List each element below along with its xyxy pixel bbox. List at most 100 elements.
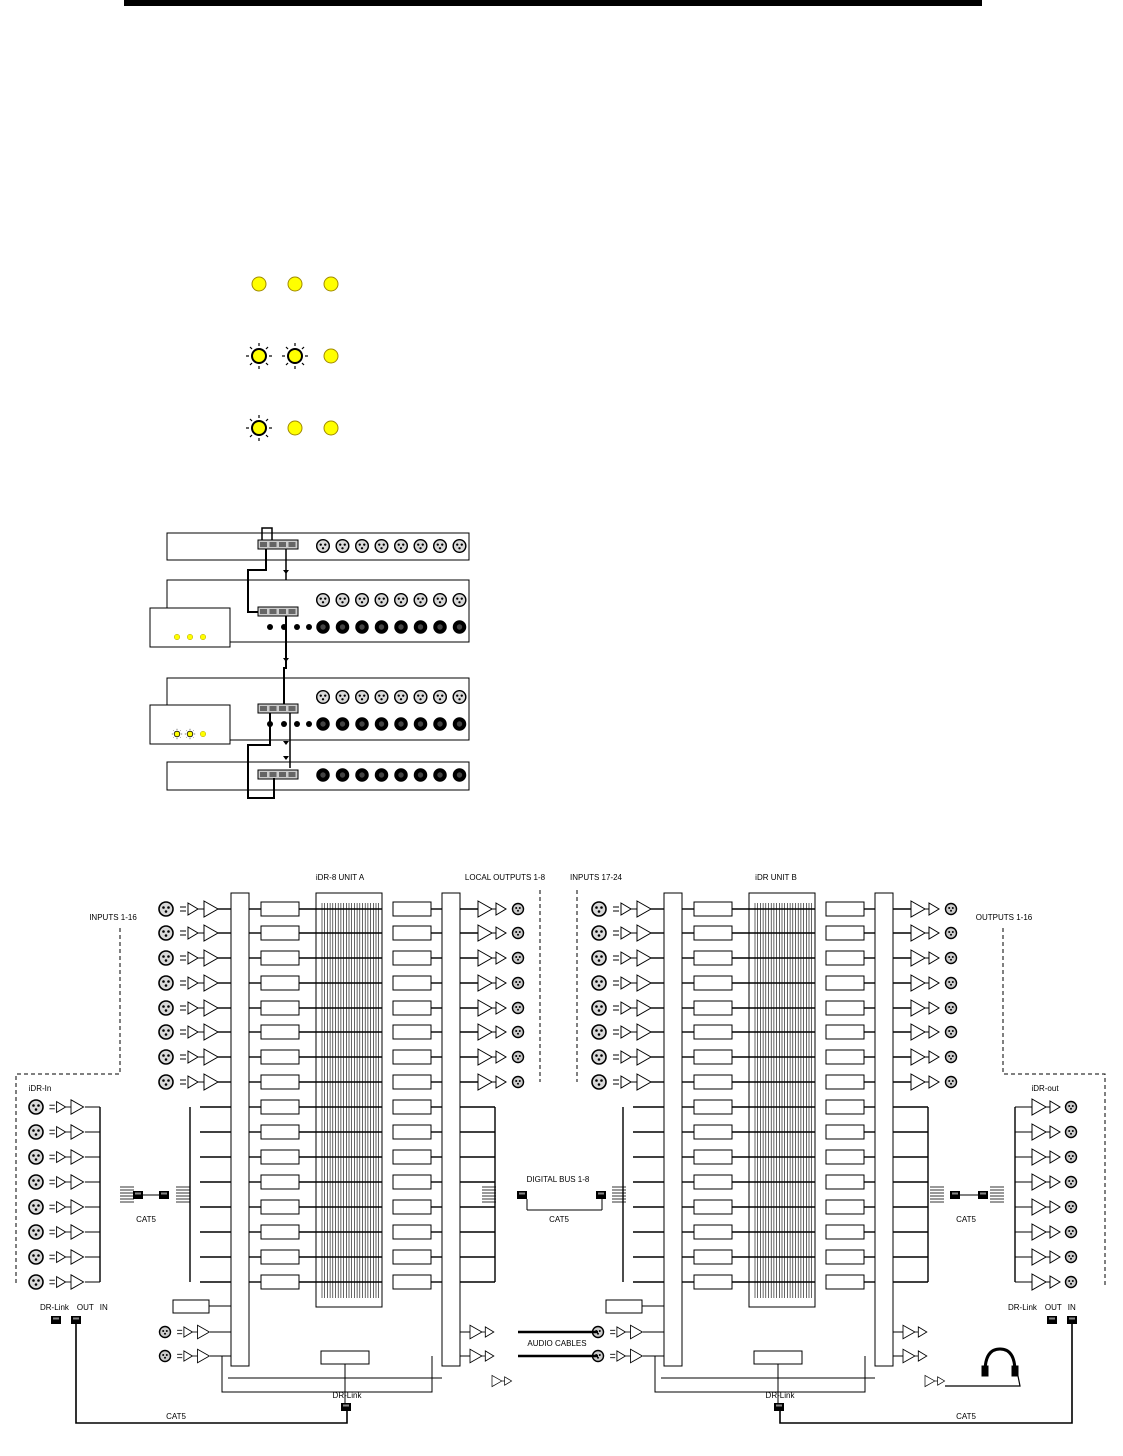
xlr-output-icon — [511, 976, 525, 990]
preamp-icon — [179, 999, 219, 1017]
output-driver-icon — [910, 1023, 940, 1041]
xlr-input-icon — [591, 950, 607, 966]
xlr-input-icon — [158, 950, 174, 966]
xlr-connector-icon — [315, 538, 331, 554]
xlr-output-icon — [944, 976, 958, 990]
bus-rail — [230, 892, 250, 1367]
xlr-connector-icon — [354, 538, 370, 554]
rj45-port — [279, 772, 286, 777]
xlr-output-icon — [374, 768, 389, 782]
xlr-connector-icon — [335, 538, 350, 554]
cat5-label-left: CAT5 — [136, 1215, 156, 1224]
rj45-icon — [774, 1403, 784, 1411]
led-on-icon — [323, 348, 339, 364]
dsp-block — [260, 1049, 300, 1065]
rj45-port — [260, 706, 267, 711]
dsp-block — [693, 1000, 733, 1016]
output-driver-icon — [910, 949, 940, 967]
dsp-block — [392, 1199, 432, 1215]
xlr-output-icon — [1064, 1125, 1078, 1139]
preamp-icon — [48, 1124, 85, 1140]
cat5-cable — [261, 527, 273, 540]
dsp-block — [392, 1174, 432, 1190]
dsp-block — [825, 1174, 865, 1190]
dsp-block — [260, 925, 300, 941]
dsp-block — [693, 1224, 733, 1240]
preamp-icon — [612, 1023, 652, 1041]
rj45-block — [257, 703, 299, 714]
aux-output-icon — [902, 1348, 928, 1364]
rj45-port — [269, 772, 277, 777]
headphone-cable — [945, 1375, 1021, 1387]
dsp-block — [693, 901, 733, 917]
dsp-block — [693, 975, 733, 991]
bus-rail — [874, 892, 894, 1367]
dsp-block — [693, 1024, 733, 1040]
preamp-icon — [612, 900, 652, 918]
xlr-output-icon — [1064, 1175, 1078, 1189]
dsp-block — [392, 1000, 432, 1016]
xlr-connector-icon — [354, 689, 370, 705]
dsp-block — [392, 1049, 432, 1065]
xlr-connector-icon — [374, 592, 389, 608]
xlr-connector-icon — [315, 689, 331, 705]
rj45-port — [260, 772, 267, 777]
dsp-block — [825, 1099, 865, 1115]
xlr-output-icon — [316, 717, 330, 731]
xlr-output-icon — [511, 902, 525, 916]
xlr-output-icon — [1064, 1275, 1078, 1289]
preamp-icon — [179, 949, 219, 967]
dsp-block — [693, 1124, 733, 1140]
rj45-icon — [517, 1191, 527, 1199]
xlr-output-icon — [944, 1050, 958, 1064]
rj45-port — [279, 609, 286, 614]
cat5-label-center: CAT5 — [549, 1215, 569, 1224]
led-on-icon — [173, 634, 181, 640]
dsp-block — [260, 1274, 300, 1290]
rj45-port — [279, 542, 286, 547]
output-driver-icon — [477, 949, 507, 967]
dsp-block — [392, 1274, 432, 1290]
dr-link-wire — [221, 1356, 433, 1393]
dsp-block — [260, 901, 300, 917]
dsp-block — [825, 1000, 865, 1016]
preamp-icon — [179, 1023, 219, 1041]
xlr-output-icon — [511, 1050, 525, 1064]
rj45-port — [288, 542, 296, 547]
preamp-icon — [612, 924, 652, 942]
dsp-block — [825, 1249, 865, 1265]
xlr-output-icon — [355, 717, 369, 731]
output-driver-icon — [477, 1048, 507, 1066]
dsp-block — [260, 1074, 300, 1090]
dsp-block — [260, 1149, 300, 1165]
dsp-block — [825, 950, 865, 966]
dsp-block — [392, 1074, 432, 1090]
preamp-icon — [179, 924, 219, 942]
dsp-block — [260, 950, 300, 966]
output-driver-icon — [910, 900, 940, 918]
xlr-connector-icon — [432, 592, 448, 608]
idr-in-title: iDR-In — [29, 1084, 52, 1093]
xlr-input-icon — [28, 1249, 44, 1265]
xlr-input-icon — [28, 1099, 44, 1115]
xlr-input-icon — [28, 1174, 44, 1190]
bus-rail — [663, 892, 683, 1367]
xlr-connector-icon — [413, 592, 428, 608]
dsp-block — [693, 1274, 733, 1290]
rj45-port — [288, 609, 296, 614]
xlr-output-icon — [944, 951, 958, 965]
dsp-block — [825, 1049, 865, 1065]
rj45-port — [260, 609, 267, 614]
arrow-icon — [283, 756, 289, 760]
output-driver-icon — [910, 999, 940, 1017]
digital-bus-label: DIGITAL BUS 1-8 — [527, 1175, 590, 1184]
dsp-block — [825, 1074, 865, 1090]
arrow-icon — [283, 658, 289, 662]
preamp-icon — [179, 900, 219, 918]
preamp-icon — [48, 1274, 85, 1290]
aux-preamp-icon — [609, 1324, 643, 1340]
arrow-icon — [283, 570, 289, 574]
dsp-block — [825, 1124, 865, 1140]
dsp-block — [825, 925, 865, 941]
xlr-output-icon — [394, 717, 408, 731]
